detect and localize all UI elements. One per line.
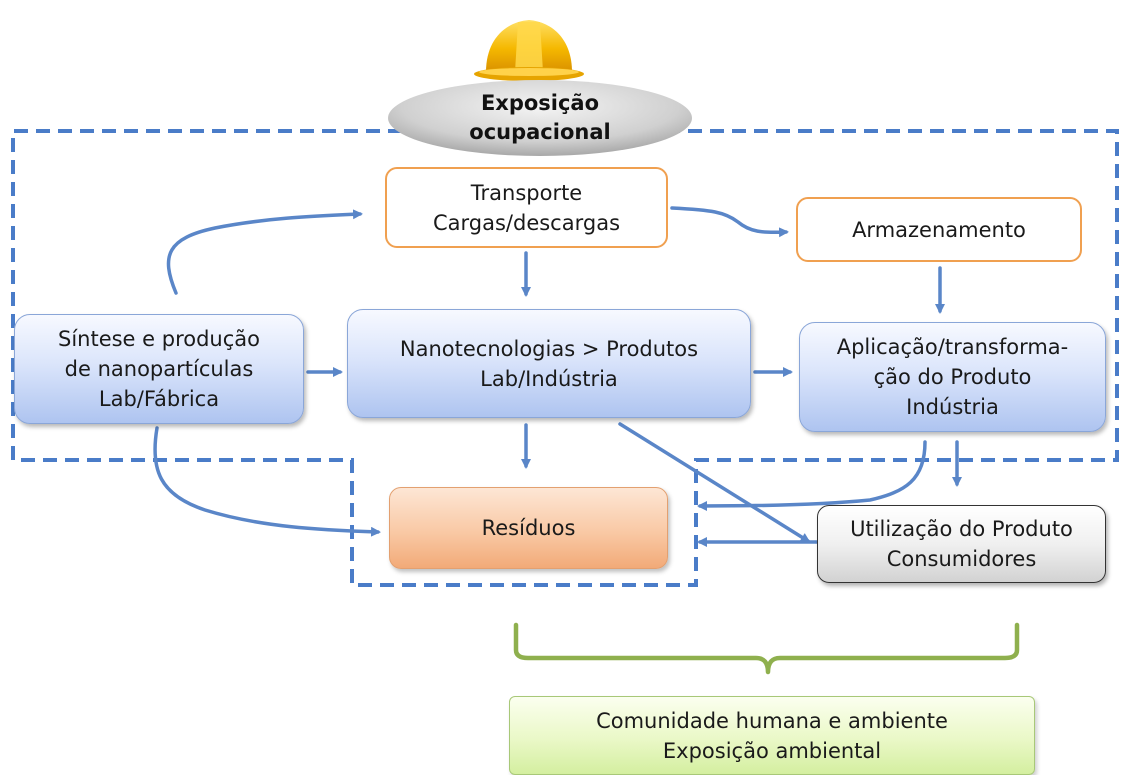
hard-hat-icon (474, 20, 584, 81)
node-residuos-line1: Resíduos (481, 516, 576, 540)
node-transporte-line1: Transporte (470, 180, 583, 205)
node-sintese-line3: Lab/Fábrica (98, 387, 220, 411)
node-armazenamento-line1: Armazenamento (852, 217, 1026, 242)
arrow-aplicacao-to-residuos (697, 440, 927, 511)
node-comunidade-line1: Comunidade humana e ambiente (596, 708, 948, 733)
node-nanotecnologias-line2: Lab/Indústria (480, 366, 618, 391)
node-sintese: Síntese e produção de nanopartículas Lab… (14, 314, 304, 424)
arrow-transporte-to-armazenamento (670, 206, 789, 238)
occupational-boundary (11, 129, 1119, 587)
environment-brace (513, 622, 1020, 675)
exposure-label-line1: Exposição (480, 91, 600, 115)
exposure-ellipse (388, 80, 692, 156)
arrow-sintese-to-transporte (166, 209, 363, 295)
node-utilizacao: Utilização do Produto Consumidores (817, 505, 1106, 583)
node-sintese-line1: Síntese e produção (57, 327, 260, 351)
node-nanotecnologias-line1: Nanotecnologias > Produtos (399, 336, 699, 361)
node-transporte-line2: Cargas/descargas (432, 210, 621, 235)
arrow-sintese-to-residuos (153, 426, 381, 537)
node-transporte: Transporte Cargas/descargas (385, 167, 668, 248)
arrows (153, 206, 962, 547)
node-comunidade-line2: Exposição ambiental (662, 738, 882, 763)
node-aplicacao-line3: Indústria (906, 395, 999, 419)
node-aplicacao: Aplicação/transforma- ção do Produto Ind… (799, 322, 1106, 432)
node-armazenamento: Armazenamento (796, 197, 1082, 262)
node-residuos: Resíduos (389, 487, 668, 569)
arrow-nanotecnologias-to-utilizacao (618, 422, 811, 543)
node-nanotecnologias: Nanotecnologias > Produtos Lab/Indústria (347, 309, 751, 418)
node-comunidade: Comunidade humana e ambiente Exposição a… (509, 696, 1035, 775)
node-utilizacao-line2: Consumidores (886, 547, 1037, 571)
node-sintese-line2: de nanopartículas (64, 357, 254, 381)
exposure-ellipse-label: Exposição ocupacional (388, 86, 692, 150)
exposure-label-line2: ocupacional (469, 120, 611, 144)
node-aplicacao-line1: Aplicação/transforma- (836, 335, 1069, 359)
node-utilizacao-line1: Utilização do Produto (850, 517, 1073, 541)
node-aplicacao-line2: ção do Produto (873, 365, 1032, 389)
